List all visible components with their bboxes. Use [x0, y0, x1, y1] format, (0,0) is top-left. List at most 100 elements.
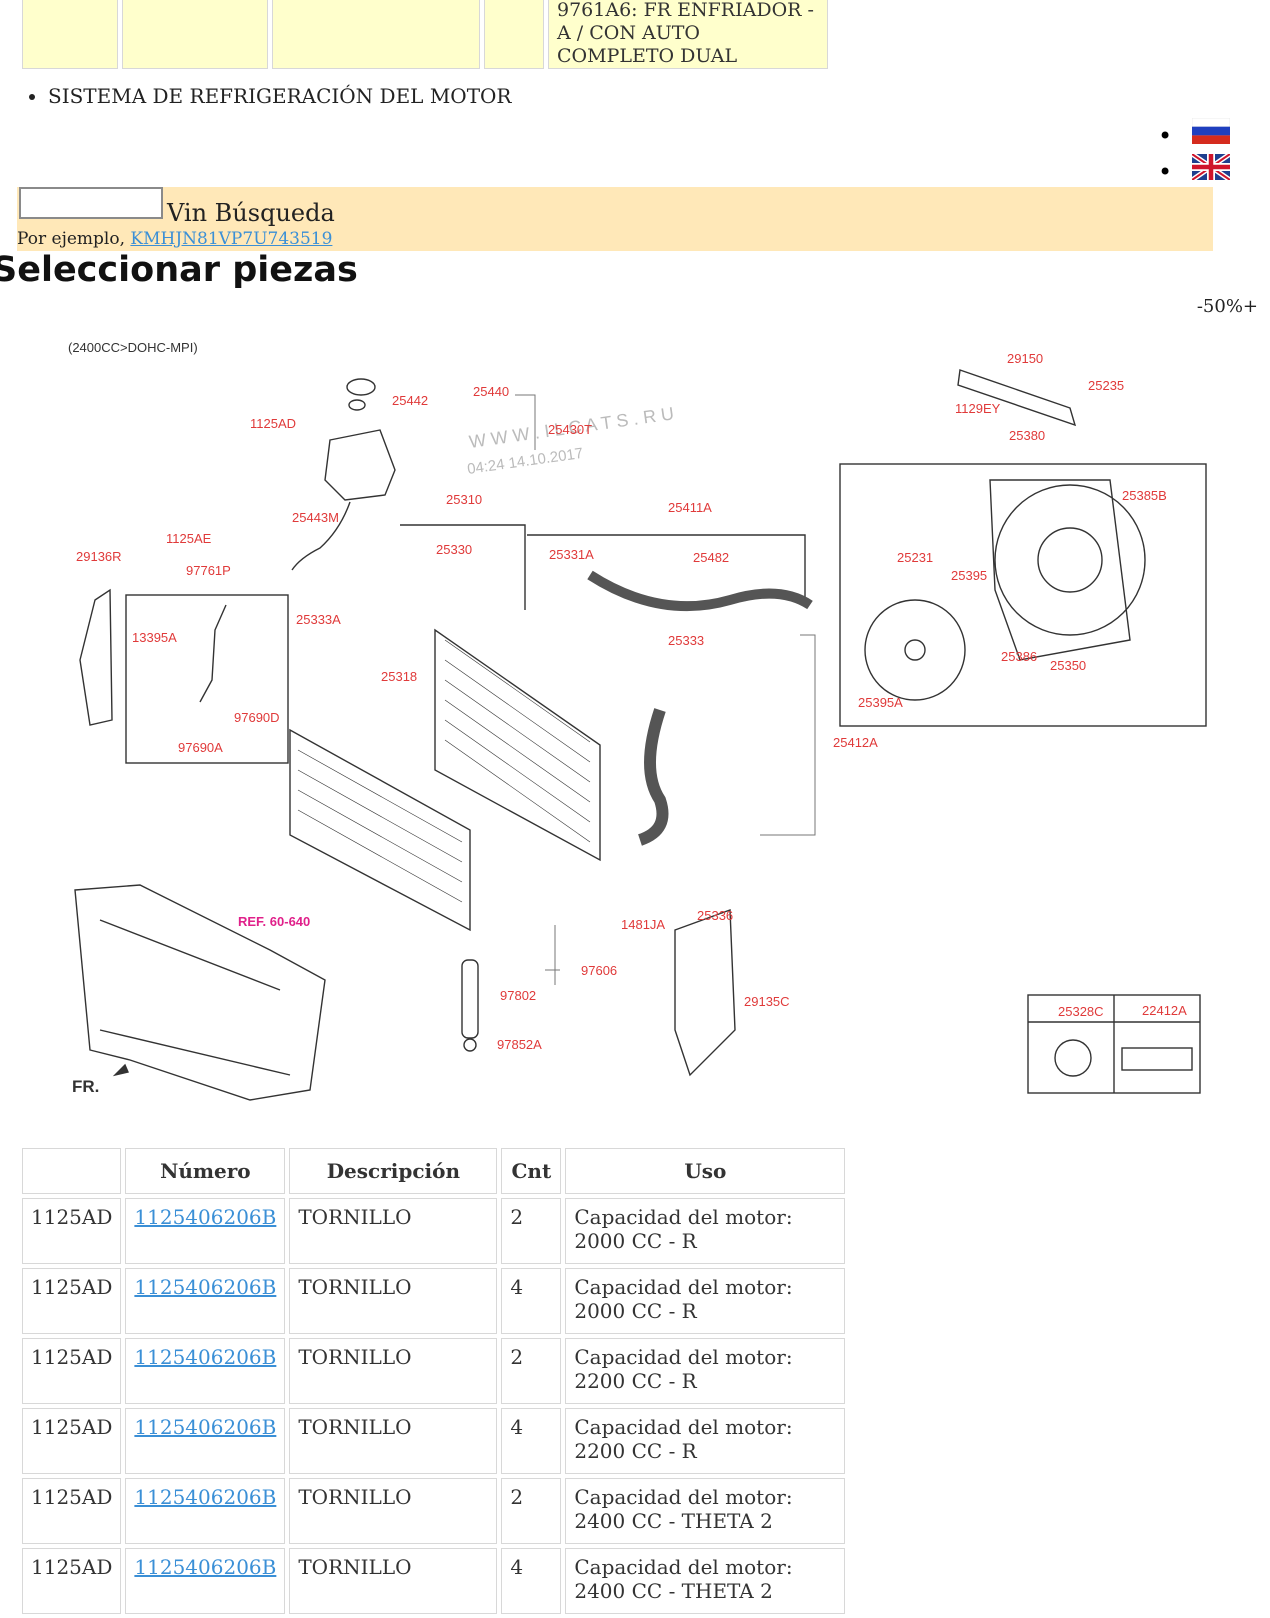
part-quantity: 2: [501, 1478, 562, 1544]
column-header-description: Descripción: [289, 1148, 498, 1194]
part-label[interactable]: 1481JA: [621, 917, 665, 932]
part-label[interactable]: 1125AD: [250, 416, 296, 431]
part-label[interactable]: 25333: [668, 633, 704, 648]
part-label[interactable]: 97690D: [234, 710, 280, 725]
part-label[interactable]: 97606: [581, 963, 617, 978]
column-header-qty: Cnt: [501, 1148, 562, 1194]
diagram-illustration: [74, 369, 1207, 1101]
part-description: TORNILLO: [289, 1408, 498, 1474]
part-label[interactable]: 25385B: [1122, 488, 1167, 503]
part-label[interactable]: 22412A: [1142, 1003, 1187, 1018]
part-quantity: 4: [501, 1268, 562, 1334]
part-description: TORNILLO: [289, 1478, 498, 1544]
part-number-cell: 1125406206B: [125, 1548, 286, 1614]
table-cell: 9761A6: FR ENFRIADOR - A / CON AUTO COMP…: [548, 0, 828, 69]
parts-diagram: (2400CC>DOHC-MPI) W W W . I L C A T S . …: [68, 340, 1207, 1101]
part-number-link[interactable]: 1125406206B: [134, 1415, 277, 1439]
part-number-cell: 1125406206B: [125, 1268, 286, 1334]
part-label[interactable]: 25328C: [1058, 1004, 1104, 1019]
previous-parts-table: 9761A6: FR ENFRIADOR - A / CON AUTO COMP…: [18, 0, 832, 73]
table-cell: [22, 0, 118, 69]
part-label[interactable]: 29136R: [76, 549, 122, 564]
part-label[interactable]: 25411A: [668, 500, 712, 515]
part-code: 1125AD: [22, 1338, 122, 1404]
table-row: 1125AD 1125406206B TORNILLO 2 Capacidad …: [22, 1478, 846, 1544]
part-label[interactable]: 1125AE: [166, 531, 212, 546]
part-description: TORNILLO: [289, 1268, 498, 1334]
part-label[interactable]: 25380: [1009, 428, 1045, 443]
part-usage: Capacidad del motor: 2400 CC - THETA 2: [565, 1548, 846, 1614]
part-label[interactable]: 25333A: [296, 612, 341, 627]
part-label[interactable]: 25318: [381, 669, 417, 684]
part-label[interactable]: 25430T: [548, 422, 592, 437]
part-label[interactable]: 25331A: [549, 547, 594, 562]
diagram-labels: (2400CC>DOHC-MPI) W W W . I L C A T S . …: [68, 340, 1187, 1096]
vin-example: Por ejemplo, KMHJN81VP7U743519: [17, 229, 332, 249]
part-usage: Capacidad del motor: 2400 CC - THETA 2: [565, 1478, 846, 1544]
table-cell: [122, 0, 268, 69]
category-item-cooling-system[interactable]: SISTEMA DE REFRIGERACIÓN DEL MOTOR: [48, 84, 512, 108]
vin-example-link[interactable]: KMHJN81VP7U743519: [130, 229, 333, 249]
category-list: SISTEMA DE REFRIGERACIÓN DEL MOTOR: [0, 84, 512, 108]
part-label[interactable]: 25395A: [858, 695, 903, 710]
engine-note: (2400CC>DOHC-MPI): [68, 340, 198, 355]
part-label[interactable]: 25336: [697, 908, 733, 923]
part-number-link[interactable]: 1125406206B: [134, 1205, 277, 1229]
part-quantity: 2: [501, 1338, 562, 1404]
part-label[interactable]: 97761P: [186, 563, 231, 578]
part-label[interactable]: 25350: [1050, 658, 1086, 673]
part-label[interactable]: 25440: [473, 384, 509, 399]
part-code: 1125AD: [22, 1408, 122, 1474]
part-usage: Capacidad del motor: 2000 CC - R: [565, 1198, 846, 1264]
part-usage: Capacidad del motor: 2200 CC - R: [565, 1338, 846, 1404]
part-description: TORNILLO: [289, 1198, 498, 1264]
part-number-link[interactable]: 1125406206B: [134, 1555, 277, 1579]
ref-label[interactable]: REF. 60-640: [238, 914, 310, 929]
part-label[interactable]: 1129EY: [955, 401, 1001, 416]
part-code: 1125AD: [22, 1548, 122, 1614]
table-cell: [272, 0, 480, 69]
column-header-code: [22, 1148, 122, 1194]
vin-search-panel: Vin Búsqueda Por ejemplo, KMHJN81VP7U743…: [17, 187, 1213, 251]
part-label[interactable]: 13395A: [132, 630, 177, 645]
part-label[interactable]: 25330: [436, 542, 472, 557]
part-number-cell: 1125406206B: [125, 1408, 286, 1474]
part-label[interactable]: 25412A: [833, 735, 878, 750]
russian-flag-icon[interactable]: [1192, 118, 1230, 144]
part-label[interactable]: 25231: [897, 550, 933, 565]
part-label[interactable]: 25395: [951, 568, 987, 583]
table-row: 1125AD 1125406206B TORNILLO 2 Capacidad …: [22, 1198, 846, 1264]
vin-example-prefix: Por ejemplo,: [17, 229, 125, 249]
part-label[interactable]: 29150: [1007, 351, 1043, 366]
part-number-cell: 1125406206B: [125, 1478, 286, 1544]
column-header-number: Número: [125, 1148, 286, 1194]
part-number-link[interactable]: 1125406206B: [134, 1345, 277, 1369]
part-label[interactable]: 97852A: [497, 1037, 542, 1052]
table-cell: [484, 0, 544, 69]
part-number-cell: 1125406206B: [125, 1338, 286, 1404]
zoom-control[interactable]: -50%+: [1196, 296, 1258, 317]
part-label[interactable]: 25482: [693, 550, 729, 565]
part-label[interactable]: 25235: [1088, 378, 1124, 393]
part-label[interactable]: 25386: [1001, 649, 1037, 664]
part-number-cell: 1125406206B: [125, 1198, 286, 1264]
part-label[interactable]: 25310: [446, 492, 482, 507]
part-quantity: 2: [501, 1198, 562, 1264]
part-usage: Capacidad del motor: 2000 CC - R: [565, 1268, 846, 1334]
part-label[interactable]: 97802: [500, 988, 536, 1003]
table-row: 1125AD 1125406206B TORNILLO 4 Capacidad …: [22, 1408, 846, 1474]
part-label[interactable]: 29135C: [744, 994, 790, 1009]
part-number-link[interactable]: 1125406206B: [134, 1485, 277, 1509]
part-quantity: 4: [501, 1548, 562, 1614]
vin-search-input[interactable]: [19, 187, 163, 219]
table-header-row: Número Descripción Cnt Uso: [22, 1148, 846, 1194]
part-code: 1125AD: [22, 1478, 122, 1544]
part-label[interactable]: 97690A: [178, 740, 223, 755]
uk-flag-icon[interactable]: [1192, 154, 1230, 180]
part-quantity: 4: [501, 1408, 562, 1474]
part-label[interactable]: 25442: [392, 393, 428, 408]
part-usage: Capacidad del motor: 2200 CC - R: [565, 1408, 846, 1474]
front-direction-label: FR.: [72, 1077, 99, 1096]
part-number-link[interactable]: 1125406206B: [134, 1275, 277, 1299]
part-label[interactable]: 25443M: [292, 510, 339, 525]
